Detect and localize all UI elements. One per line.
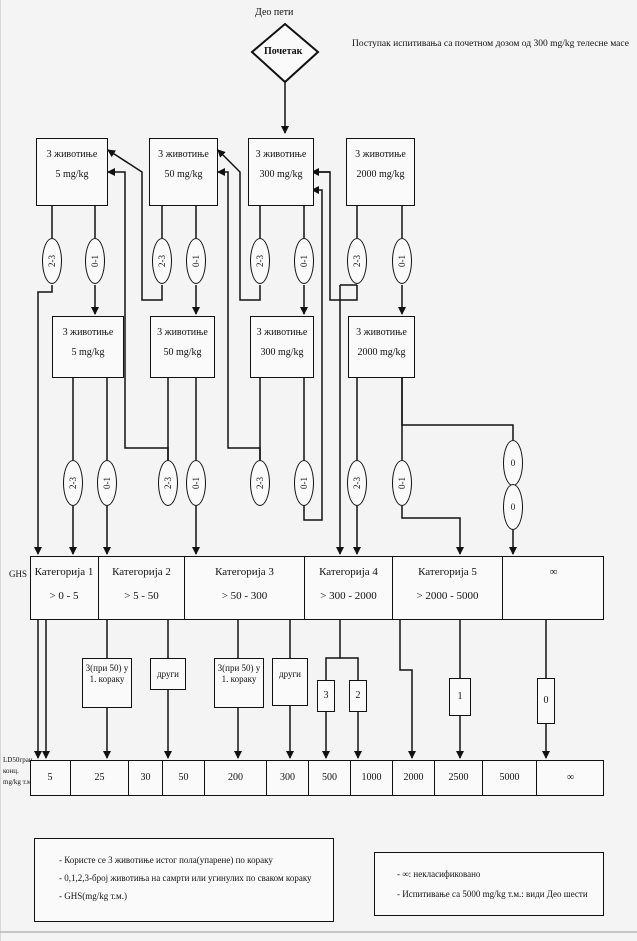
- outcome-survive-circle: 0-1: [294, 460, 314, 506]
- outcome-dead-circle: 2-3: [347, 238, 367, 284]
- box-dose: 300 mg/kg: [260, 347, 304, 358]
- outcome-dead-circle: 2-3: [63, 460, 83, 506]
- outcome-dead-circle: 2-3: [250, 238, 270, 284]
- legend-left: - Користе се 3 животиње истог пола(упаре…: [34, 838, 334, 922]
- outcome-dead-circle: 2-3: [250, 460, 270, 506]
- legend-item: - ∞: некласификовано: [397, 869, 481, 879]
- category-2: Категорија 2> 5 - 50: [98, 556, 184, 620]
- legend-item: - Испитивање са 5000 mg/kg т.м.: види Де…: [397, 889, 588, 899]
- box-animals: 3 животиње: [356, 327, 407, 338]
- ld-value: 25: [70, 760, 128, 796]
- ghs-label: GHS: [9, 569, 28, 579]
- legend-right: - ∞: некласификовано - Испитивање са 500…: [374, 852, 604, 916]
- box-animals: 3 животиње: [256, 327, 308, 338]
- count-box-0: 0: [537, 678, 555, 724]
- box-animals: 3 животиње: [157, 327, 208, 338]
- outcome-survive-circle: 0-1: [392, 460, 412, 506]
- legend-item: - GHS(mg/kg т.м.): [59, 891, 127, 901]
- first-step-box: 3(при 50) у 1. кораку: [214, 658, 264, 708]
- ld-value: 30: [128, 760, 162, 796]
- other-box: други: [150, 658, 186, 690]
- box-animals: 3 животиње: [158, 149, 209, 160]
- box-dose: 50 mg/kg: [163, 347, 202, 358]
- outcome-survive-circle: 0-1: [97, 460, 117, 506]
- count-box-3: 3: [317, 680, 335, 712]
- ld-value: ∞: [536, 760, 604, 796]
- section-label: Део пети: [255, 7, 294, 18]
- count-box-1: 1: [449, 678, 471, 716]
- ld-value: 500: [308, 760, 350, 796]
- ld-value: 300: [266, 760, 308, 796]
- ld-label: LD50гран.конц.mg/kg т.м.: [3, 756, 35, 786]
- ld-value: 5000: [482, 760, 536, 796]
- outcome-survive-circle: 0-1: [294, 238, 314, 284]
- box-animals: 3 животиње: [355, 149, 406, 160]
- count-box-2: 2: [349, 680, 367, 712]
- box-animals: 3 животиње: [46, 149, 98, 160]
- start-label: Почетак: [264, 46, 303, 57]
- legend-item: - Користе се 3 животиње истог пола(упаре…: [59, 855, 273, 865]
- outcome-dead-circle: 2-3: [347, 460, 367, 506]
- second-box-50: 3 животиње 50 mg/kg: [150, 316, 215, 378]
- first-step-box: 3(при 50) у 1. кораку: [82, 658, 132, 708]
- second-box-2000: 3 животиње 2000 mg/kg: [348, 316, 415, 378]
- second-box-5: 3 животиње 5 mg/kg: [52, 316, 124, 378]
- box-animals: 3 животиње: [62, 327, 114, 338]
- outcome-dead-circle: 2-3: [42, 238, 62, 284]
- box-dose: 50 mg/kg: [164, 169, 203, 180]
- category-unclassified: ∞: [502, 556, 604, 620]
- outcome-survive-circle: 0-1: [392, 238, 412, 284]
- other-box: други: [272, 658, 308, 706]
- second-box-300: 3 животиње 300 mg/kg: [250, 316, 314, 378]
- procedure-title: Поступак испитивања са почетном дозом од…: [352, 39, 629, 49]
- category-5: Категорија 5> 2000 - 5000: [392, 556, 502, 620]
- ld-value: 2500: [434, 760, 482, 796]
- box-dose: 300 mg/kg: [259, 169, 303, 180]
- outcome-zero-circle: 0: [503, 484, 523, 530]
- outcome-survive-circle: 0-1: [85, 238, 105, 284]
- top-box-5: 3 животиње 5 mg/kg: [36, 138, 108, 206]
- outcome-survive-circle: 0-1: [186, 238, 206, 284]
- legend-item: - 0,1,2,3-број животиња на самрти или уг…: [59, 873, 312, 883]
- box-animals: 3 животиње: [255, 149, 307, 160]
- category-row: [30, 556, 604, 620]
- top-box-2000: 3 животиње 2000 mg/kg: [346, 138, 415, 206]
- outcome-survive-circle: 0-1: [186, 460, 206, 506]
- ld-value: 200: [204, 760, 266, 796]
- ld-value: 50: [162, 760, 204, 796]
- category-1: Категорија 1> 0 - 5: [34, 566, 94, 602]
- outcome-dead-circle: 2-3: [152, 238, 172, 284]
- outcome-dead-circle: 2-3: [158, 460, 178, 506]
- ld-value: 2000: [392, 760, 434, 796]
- box-dose: 5 mg/kg: [71, 347, 105, 358]
- top-box-50: 3 животиње 50 mg/kg: [149, 138, 218, 206]
- ld-value: 5: [47, 772, 53, 783]
- top-box-300: 3 животиње 300 mg/kg: [248, 138, 314, 206]
- box-dose: 2000 mg/kg: [356, 169, 405, 180]
- box-dose: 5 mg/kg: [55, 169, 89, 180]
- category-4: Категорија 4> 300 - 2000: [304, 556, 392, 620]
- box-dose: 2000 mg/kg: [357, 347, 406, 358]
- ld-value: 1000: [350, 760, 392, 796]
- category-3: Категорија 3> 50 - 300: [184, 556, 304, 620]
- outcome-zero-circle: 0: [503, 440, 523, 486]
- ld-row: [30, 760, 604, 796]
